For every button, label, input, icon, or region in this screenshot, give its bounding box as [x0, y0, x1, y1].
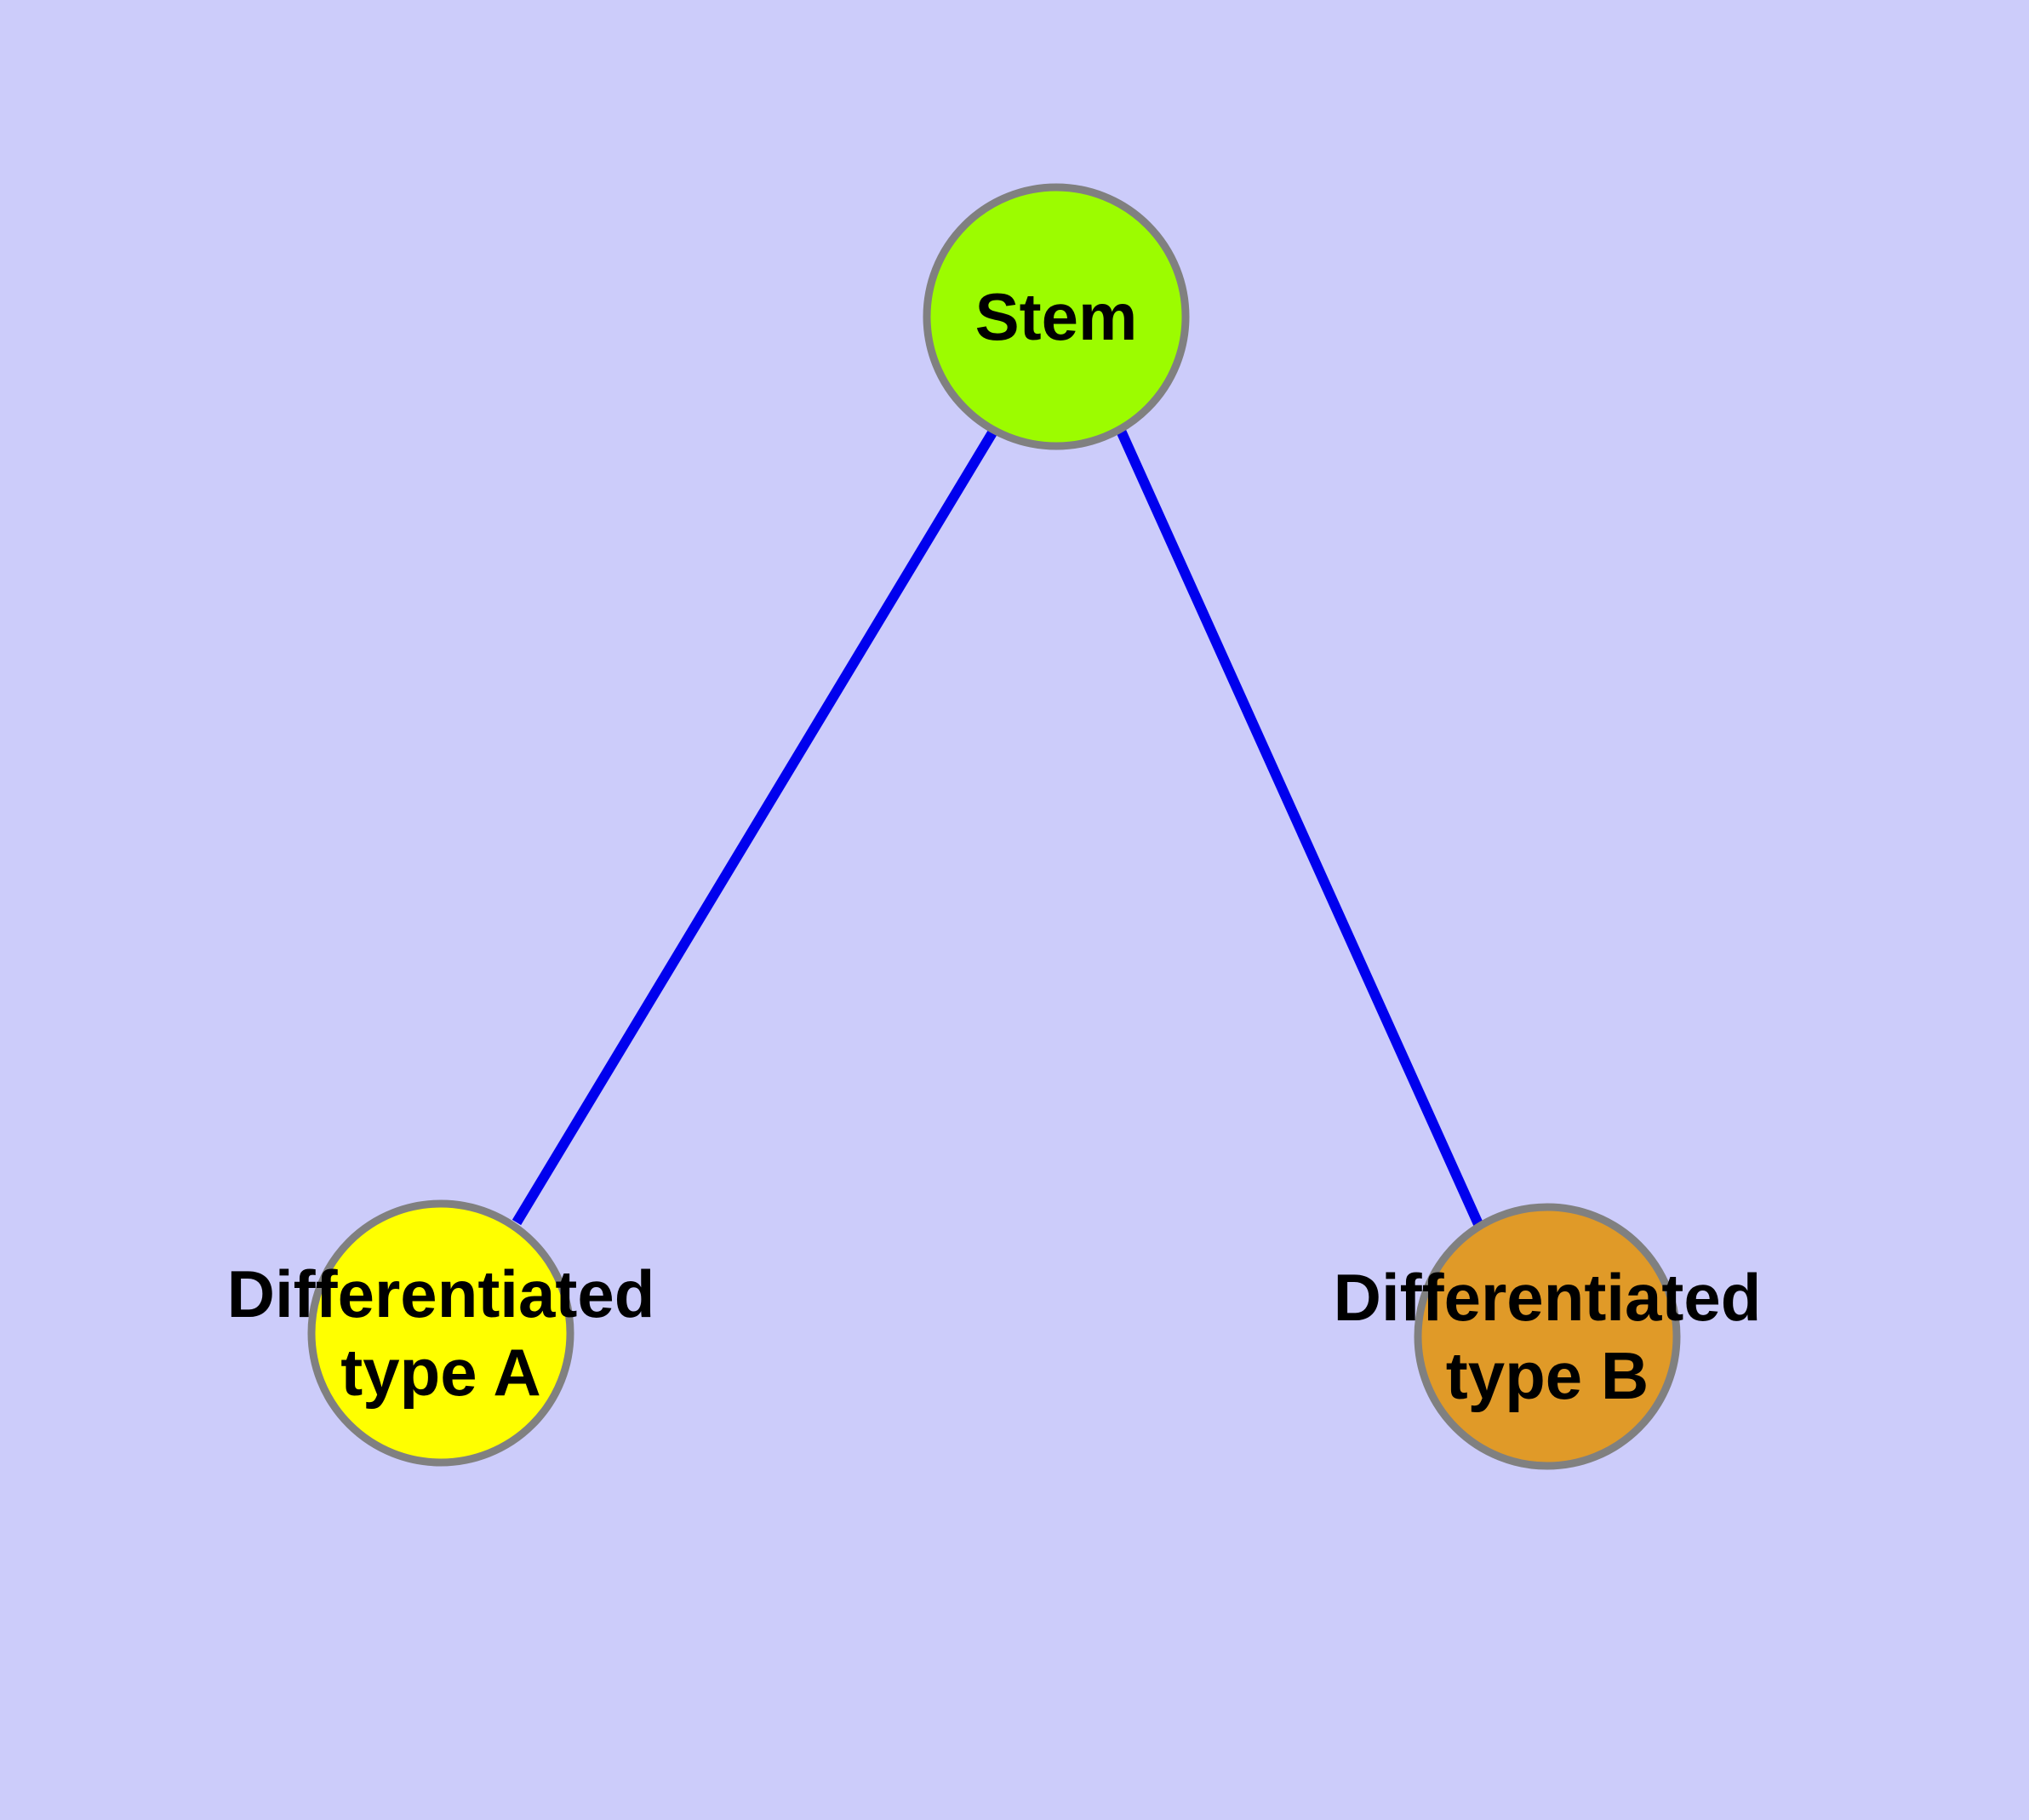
node-label-stem: Stem — [975, 279, 1138, 354]
node-diff-b[interactable] — [1414, 1203, 1681, 1470]
node-label-line: Differentiated — [1334, 1260, 1762, 1335]
node-diff-a[interactable] — [307, 1199, 574, 1467]
node-label-line: type A — [340, 1335, 541, 1410]
node-label-line: type B — [1446, 1338, 1649, 1413]
nodes-layer — [307, 183, 1681, 1470]
node-label-line: Stem — [975, 279, 1138, 354]
edge-stem-to-diff-a[interactable] — [512, 426, 999, 1226]
edges-layer — [512, 426, 1483, 1227]
node-label-line: Differentiated — [227, 1256, 655, 1331]
node-stem[interactable] — [923, 183, 1190, 450]
edge-stem-to-diff-b[interactable] — [1116, 428, 1483, 1227]
